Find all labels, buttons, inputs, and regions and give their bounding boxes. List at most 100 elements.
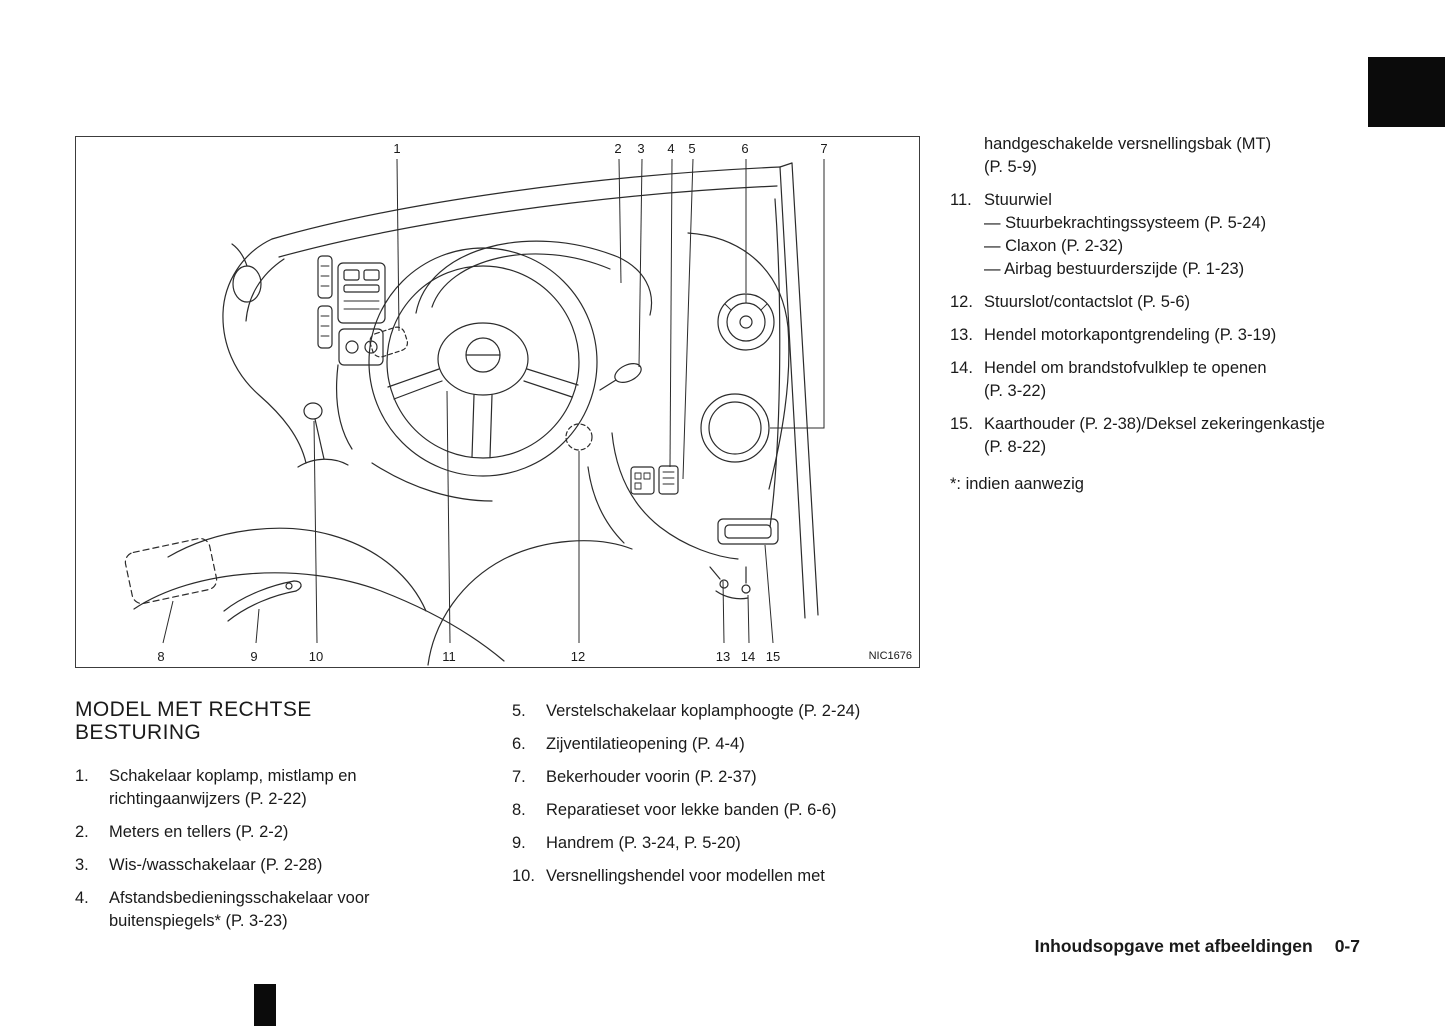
- callout-9: 9: [250, 649, 257, 664]
- callout-10: 10: [309, 649, 323, 664]
- list-item-2: 2. Meters en tellers (P. 2-2): [75, 821, 390, 844]
- mirror-knob: [232, 265, 262, 303]
- callout-5: 5: [688, 141, 695, 156]
- item-number: 1.: [75, 767, 89, 785]
- item-number: 7.: [512, 768, 526, 786]
- switch-panel: [587, 432, 739, 560]
- item-text: Hendel motorkapontgrendeling (P. 3-19): [984, 326, 1277, 344]
- page-footer: Inhoudsopgave met afbeeldingen 0-7: [1035, 936, 1360, 957]
- item-number: 15.: [950, 415, 973, 433]
- callout-3: 3: [637, 141, 644, 156]
- list-item-3: 3. Wis-/wasschakelaar (P. 2-28): [75, 854, 390, 877]
- item-10-continuation: handgeschakelde versnellingsbak (MT) (P.…: [984, 133, 1362, 179]
- sub-item: — Stuurbekrachtingssysteem (P. 5-24): [984, 214, 1267, 232]
- callout-14: 14: [741, 649, 755, 664]
- item-number: 3.: [75, 856, 89, 874]
- item-number: 14.: [950, 359, 973, 377]
- item-number: 10.: [512, 867, 535, 885]
- list-item-8: 8. Reparatieset voor lekke banden (P. 6-…: [512, 799, 912, 822]
- card-holder-slot: [717, 518, 779, 545]
- center-stack: [335, 262, 386, 450]
- ignition-slot: [565, 423, 593, 451]
- footer-title: Inhoudsopgave met afbeeldingen: [1034, 936, 1313, 956]
- section-heading: MODEL MET RECHTSE BESTURING: [75, 698, 312, 744]
- item-text: Kaarthouder (P. 2-38)/Deksel zekeringenk…: [984, 415, 1325, 433]
- callout-7: 7: [820, 141, 827, 156]
- item-number: 4.: [75, 889, 89, 907]
- list-item-11: 11. Stuurwiel — Stuurbekrachtingssysteem…: [950, 189, 1362, 281]
- binding-mark: [254, 984, 276, 1026]
- item-text: Bekerhouder voorin (P. 2-37): [546, 768, 757, 786]
- callout-8: 8: [157, 649, 164, 664]
- list-item-4: 4. Afstandsbedieningsschakelaar voor bui…: [75, 887, 390, 933]
- handbrake-lever: [223, 580, 302, 622]
- list-item-1: 1. Schakelaar koplamp, mistlamp en richt…: [75, 765, 390, 811]
- list-item-6: 6. Zijventilatieopening (P. 4-4): [512, 733, 912, 756]
- list-item-10: 10. Versnellingshendel voor modellen met: [512, 865, 912, 888]
- dashboard-figure: 1 2 3 4 5 6 7 8 9 10 11 12 13 14 15 NIC1…: [75, 136, 920, 668]
- callout-1: 1: [393, 141, 400, 156]
- list-item-13: 13. Hendel motorkapontgrendeling (P. 3-1…: [950, 324, 1362, 347]
- callout-12: 12: [571, 649, 585, 664]
- item-number: 8.: [512, 801, 526, 819]
- middle-column: 5. Verstelschakelaar koplamphoogte (P. 2…: [512, 700, 912, 898]
- item-text: Zijventilatieopening (P. 4-4): [546, 735, 745, 753]
- item-text: Stuurwiel: [984, 191, 1052, 209]
- item-text: Wis-/wasschakelaar (P. 2-28): [109, 856, 323, 874]
- dashboard-line-drawing: 1 2 3 4 5 6 7 8 9 10 11 12 13 14 15 NIC1…: [124, 141, 912, 666]
- item-text: Stuurslot/contactslot (P. 5-6): [984, 293, 1191, 311]
- item-text-line2: (P. 3-22): [984, 382, 1047, 400]
- list-item-5: 5. Verstelschakelaar koplamphoogte (P. 2…: [512, 700, 912, 723]
- item-text: Versnellingshendel voor modellen met: [546, 867, 825, 885]
- callout-leader-lines: [162, 158, 825, 644]
- item-text: Afstandsbedieningsschakelaar voor buiten…: [109, 889, 370, 930]
- item-number: 13.: [950, 326, 973, 344]
- list-item-15: 15. Kaarthouder (P. 2-38)/Deksel zekerin…: [950, 413, 1362, 459]
- left-vents: [317, 255, 333, 349]
- wiper-stalk: [599, 363, 642, 391]
- item-text-line2: (P. 8-22): [984, 438, 1047, 456]
- page-number: 0-7: [1334, 936, 1360, 956]
- item-number: 11.: [950, 191, 972, 209]
- list-item-9: 9. Handrem (P. 3-24, P. 5-20): [512, 832, 912, 855]
- continuation-line: handgeschakelde versnellingsbak (MT): [984, 135, 1272, 153]
- list-item-12: 12. Stuurslot/contactslot (P. 5-6): [950, 291, 1362, 314]
- figure-code: NIC1676: [869, 650, 912, 662]
- list-item-14: 14. Hendel om brandstofvulklep te openen…: [950, 357, 1362, 403]
- item-number: 5.: [512, 702, 526, 720]
- steering-wheel: [368, 247, 598, 477]
- callout-numbers: 1 2 3 4 5 6 7 8 9 10 11 12 13 14 15 NIC1…: [157, 141, 912, 664]
- callout-11: 11: [442, 649, 456, 664]
- cup-holder: [700, 393, 770, 463]
- turn-signal-stalk: [369, 326, 409, 358]
- callout-13: 13: [716, 649, 730, 664]
- item-text: Verstelschakelaar koplamphoogte (P. 2-24…: [546, 702, 861, 720]
- item-number: 2.: [75, 823, 89, 841]
- item-text: Schakelaar koplamp, mistlamp en richting…: [109, 767, 357, 808]
- item-number: 12.: [950, 293, 973, 311]
- asterisk-footnote: *: indien aanwezig: [950, 475, 1084, 493]
- left-column: MODEL MET RECHTSE BESTURING 1. Schakelaa…: [75, 698, 390, 943]
- item-number: 6.: [512, 735, 526, 753]
- sub-item: — Airbag bestuurderszijde (P. 1-23): [984, 260, 1245, 278]
- right-column: handgeschakelde versnellingsbak (MT) (P.…: [950, 133, 1362, 496]
- instrument-cluster: [415, 240, 652, 316]
- list-item-7: 7. Bekerhouder voorin (P. 2-37): [512, 766, 912, 789]
- callout-2: 2: [614, 141, 621, 156]
- release-levers: [709, 566, 751, 600]
- gear-lever: [297, 402, 349, 468]
- callout-6: 6: [741, 141, 748, 156]
- item-text: Meters en tellers (P. 2-2): [109, 823, 289, 841]
- item-text: Handrem (P. 3-24, P. 5-20): [546, 834, 741, 852]
- item-text: Hendel om brandstofvulklep te openen: [984, 359, 1267, 377]
- continuation-line: (P. 5-9): [984, 158, 1037, 176]
- sub-item: — Claxon (P. 2-32): [984, 237, 1124, 255]
- callout-4: 4: [667, 141, 674, 156]
- item-number: 9.: [512, 834, 526, 852]
- repair-kit-outline: [124, 537, 218, 605]
- item-text: Reparatieset voor lekke banden (P. 6-6): [546, 801, 837, 819]
- callout-15: 15: [766, 649, 780, 664]
- section-tab-mark: [1368, 57, 1445, 127]
- side-vent: [717, 293, 775, 351]
- dashboard-outline: [124, 162, 819, 666]
